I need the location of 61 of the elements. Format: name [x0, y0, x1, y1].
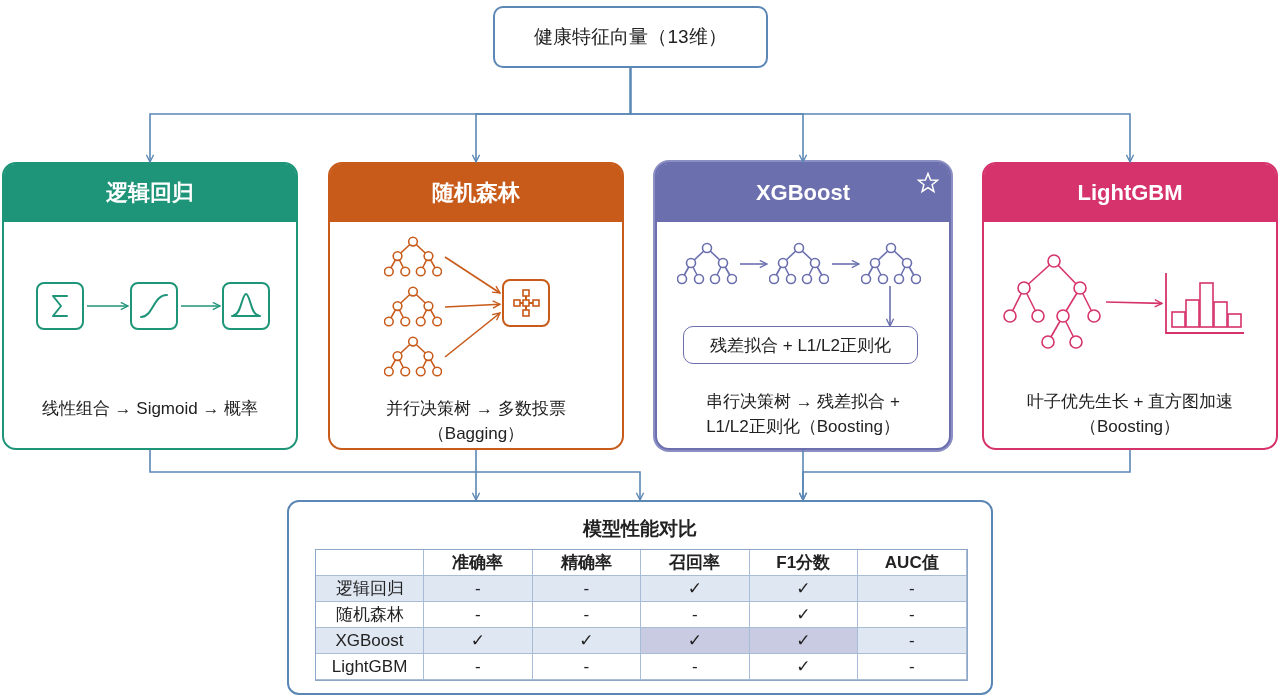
histogram-icon	[1164, 272, 1246, 336]
panel-title: 模型性能对比	[581, 517, 698, 541]
table-value: -	[424, 576, 533, 602]
arrow	[444, 312, 501, 358]
table-value: -	[858, 628, 967, 654]
table-value: -	[858, 654, 967, 680]
tree-icon	[384, 335, 442, 379]
model-card	[328, 162, 624, 450]
arrow	[444, 256, 501, 294]
input-box	[493, 6, 768, 68]
comparison-panel	[287, 500, 993, 695]
arrow	[739, 259, 768, 269]
model-card	[655, 162, 951, 450]
tree-icon	[384, 235, 442, 279]
table-value: ✓	[749, 654, 858, 680]
arrow	[629, 67, 1135, 163]
arrow	[149, 449, 645, 501]
table-value: ✓	[749, 576, 858, 602]
tree-icon	[677, 242, 737, 286]
sum-icon	[36, 282, 84, 330]
arrow	[798, 449, 1131, 501]
arrow	[180, 301, 221, 311]
model-card	[982, 162, 1278, 450]
card-title: XGBoost	[755, 180, 851, 206]
table-value: ✓	[424, 628, 533, 654]
row-header: XGBoost	[316, 628, 424, 654]
card-description: 叶子优先生长 + 直方图加速（Boosting）	[1025, 391, 1235, 438]
row-header: 逻辑回归	[316, 576, 424, 602]
card-description: 并行决策树 → 多数投票（Bagging）	[385, 398, 567, 445]
card-description: 串行决策树 → 残差拟合 + L1/L2正则化（Boosting）	[704, 391, 902, 438]
card-description: 线性组合 → Sigmoid → 概率	[40, 398, 260, 420]
card-title: 逻辑回归	[106, 179, 194, 207]
model-card	[2, 162, 298, 450]
bell-curve-icon	[222, 282, 270, 330]
table-value: -	[532, 576, 641, 602]
table-value: ✓	[532, 628, 641, 654]
sigmoid-icon	[130, 282, 178, 330]
node-text: 残差拟合 + L1/L2正则化	[710, 334, 891, 357]
table-value: ✓	[641, 628, 750, 654]
node-text: 健康特征向量（13维）	[534, 25, 727, 49]
table-value: ✓	[641, 576, 750, 602]
table-value: -	[424, 654, 533, 680]
table-value: ✓	[749, 628, 858, 654]
vote-icon	[502, 279, 550, 327]
tree-icon	[861, 242, 921, 286]
process-box	[683, 326, 918, 364]
table-value: -	[641, 654, 750, 680]
tree-icon	[384, 285, 442, 329]
arrow	[86, 301, 129, 311]
arrow	[471, 449, 481, 501]
arrow	[885, 285, 895, 327]
table-value: -	[532, 654, 641, 680]
tree-icon	[1003, 253, 1103, 351]
card-title: 随机森林	[432, 179, 520, 207]
arrow	[1105, 298, 1163, 308]
arrow	[831, 259, 860, 269]
table-value: -	[858, 576, 967, 602]
arrow	[444, 300, 501, 309]
card-title: LightGBM	[1077, 180, 1183, 206]
row-header: LightGBM	[316, 654, 424, 680]
tree-icon	[769, 242, 829, 286]
